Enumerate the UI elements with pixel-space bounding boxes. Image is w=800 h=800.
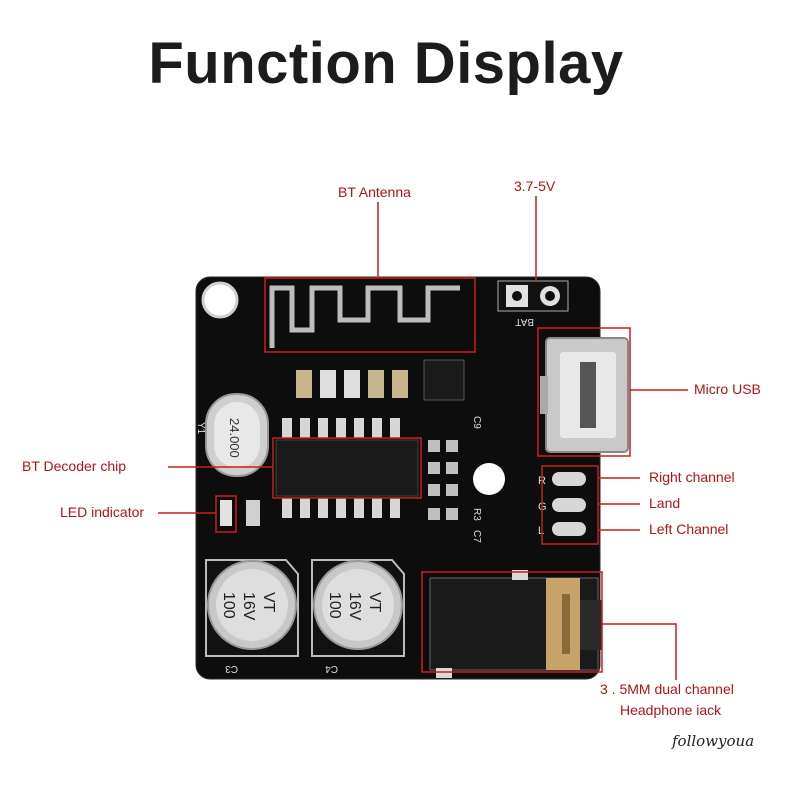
annotation-overlay — [158, 196, 688, 680]
center-hole — [473, 463, 505, 495]
label-left-channel: Left Channel — [649, 521, 729, 537]
c4-silkscreen: C4 — [325, 663, 338, 674]
audio-pads — [552, 472, 586, 536]
cap-right-value: 100 — [326, 592, 343, 619]
label-land: Land — [649, 495, 681, 511]
micro-usb-frame — [537, 327, 631, 457]
cap-left-type: VT — [260, 592, 277, 613]
watermark: followyoua — [672, 732, 755, 750]
label-bt-antenna: BT Antenna — [338, 184, 411, 200]
headphone-jack-frame — [421, 571, 603, 673]
label-bt-decoder-chip: BT Decoder chip — [22, 458, 127, 474]
c9-silkscreen: C9 — [471, 416, 482, 429]
page-title: Function Display — [148, 31, 624, 96]
r3-silkscreen: R3 — [471, 508, 482, 521]
c3-silkscreen: C3 — [225, 663, 238, 674]
cap-left-voltage: 16V — [240, 592, 257, 621]
label-micro-usb: Micro USB — [694, 381, 761, 397]
bat-silkscreen: BAT — [515, 316, 534, 327]
led-frame — [215, 495, 237, 533]
c7-silkscreen: C7 — [471, 530, 482, 543]
bt-antenna-frame — [264, 277, 476, 353]
led-indicator-component — [220, 500, 260, 526]
label-right-channel: Right channel — [649, 469, 735, 485]
bt-antenna — [269, 285, 460, 348]
capacitor-left — [205, 559, 299, 657]
cap-left-value: 100 — [220, 592, 237, 619]
mounting-hole — [201, 281, 239, 319]
label-voltage: 3.7-5V — [514, 178, 556, 194]
label-led-indicator: LED indicator — [60, 504, 145, 520]
label-headphone-line1: 3 . 5MM dual channel — [600, 681, 734, 697]
bt-decoder-chip — [275, 418, 419, 518]
smd-components-right — [428, 440, 458, 520]
capacitor-right — [311, 559, 405, 657]
audio-pads-frame — [541, 465, 599, 545]
l-silkscreen: L — [538, 525, 544, 537]
crystal-text: 24.000 — [227, 418, 242, 458]
headphone-jack-pointer — [602, 623, 677, 680]
headphone-jack-connector — [429, 570, 602, 678]
cap-right-type: VT — [366, 592, 383, 613]
label-headphone-line2: Headphone iack — [620, 702, 722, 718]
crystal-oscillator: 24.000 — [205, 393, 269, 477]
micro-usb-connector — [540, 337, 629, 453]
smd-components-top — [296, 359, 465, 401]
y1-silkscreen: Y1 — [195, 422, 206, 435]
decoder-frame — [272, 437, 422, 499]
cap-right-voltage: 16V — [346, 592, 363, 621]
